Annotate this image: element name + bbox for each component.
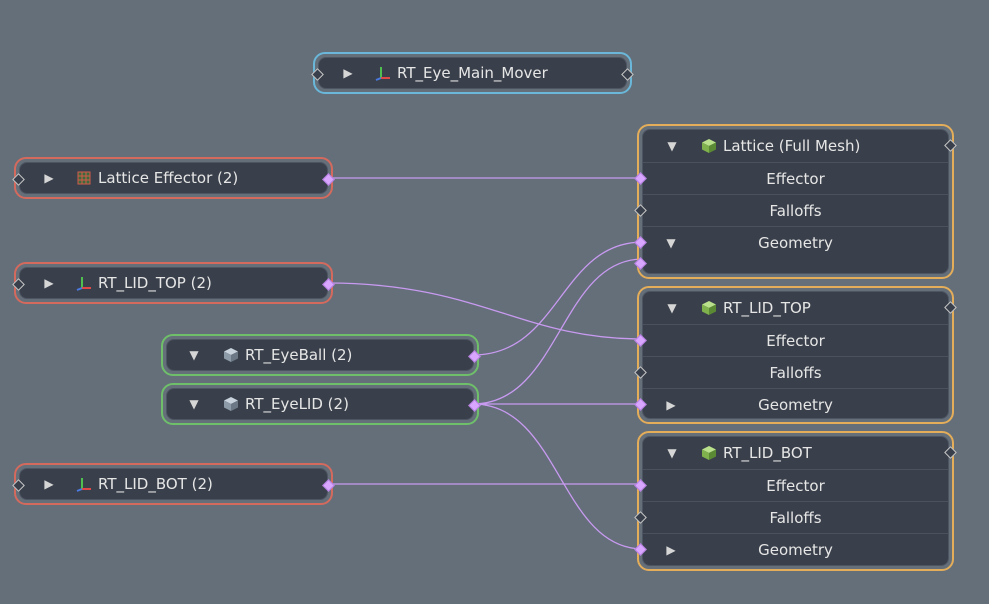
deformer-header[interactable]: ▼ RT_LID_TOP (643, 292, 957, 324)
row-effector[interactable]: Effector (634, 324, 948, 356)
input-port[interactable] (634, 236, 647, 249)
expand-arrow-icon[interactable]: ▶ (666, 542, 676, 557)
node-rt-eyelid[interactable]: ▼ RT_EyeLID (2) (161, 383, 481, 425)
deformer-lattice-full-mesh[interactable]: ▼ Lattice (Full Mesh) Effector Falloffs … (634, 124, 957, 279)
row-label: Falloffs (769, 508, 822, 527)
output-port[interactable] (944, 446, 957, 459)
row-falloffs[interactable]: Falloffs (634, 501, 948, 533)
output-port[interactable] (944, 301, 957, 314)
expand-arrow-icon[interactable]: ▶ (44, 276, 54, 290)
locator-axes-icon (76, 277, 91, 291)
input-port[interactable] (634, 257, 647, 270)
output-port[interactable] (468, 350, 481, 363)
collapse-arrow-icon[interactable]: ▼ (667, 301, 677, 315)
collapse-arrow-icon[interactable]: ▼ (667, 446, 677, 460)
input-port[interactable] (12, 479, 25, 492)
deformer-title: RT_LID_BOT (723, 444, 812, 462)
locator-axes-icon (76, 478, 91, 492)
row-label: Effector (766, 476, 825, 495)
row-falloffs[interactable]: Falloffs (634, 356, 948, 388)
input-port[interactable] (12, 173, 25, 186)
row-label: Effector (766, 331, 825, 350)
mesh-cube-icon (224, 348, 238, 362)
green-cube-icon (702, 139, 716, 153)
output-port[interactable] (322, 173, 335, 186)
row-label: Falloffs (769, 201, 822, 220)
node-label: RT_EyeLID (2) (245, 395, 349, 413)
input-port[interactable] (634, 511, 647, 524)
collapse-arrow-icon[interactable]: ▼ (666, 235, 676, 250)
green-cube-icon (702, 301, 716, 315)
output-port[interactable] (322, 479, 335, 492)
node-label: RT_EyeBall (2) (245, 346, 353, 364)
output-port[interactable] (468, 399, 481, 412)
wire-lid-top-to-lid-top-effector (326, 282, 644, 340)
wire-eyeball-to-lattice-geometry (472, 241, 644, 356)
input-port[interactable] (311, 68, 324, 81)
input-port[interactable] (634, 334, 647, 347)
node-rt-eyeball[interactable]: ▼ RT_EyeBall (2) (161, 334, 481, 376)
lattice-effector-icon (77, 171, 91, 185)
output-port[interactable] (944, 139, 957, 152)
geometry-subslot (634, 257, 948, 278)
node-rt-eye-main-mover[interactable]: ▶ RT_Eye_Main_Mover (311, 52, 634, 94)
deformer-rt-lid-top[interactable]: ▼ RT_LID_TOP Effector Falloffs ▶ Geometr… (634, 286, 957, 424)
deformer-header[interactable]: ▼ Lattice (Full Mesh) (643, 130, 957, 162)
node-label: RT_Eye_Main_Mover (397, 64, 548, 82)
row-geometry[interactable]: ▶ Geometry (634, 388, 948, 420)
node-label: RT_LID_TOP (2) (98, 274, 212, 292)
input-port[interactable] (634, 479, 647, 492)
output-port[interactable] (322, 278, 335, 291)
wire-eyelid-to-lattice-geometry (472, 258, 644, 405)
row-label: Geometry (758, 233, 833, 252)
input-port[interactable] (634, 172, 647, 185)
deformer-title: RT_LID_TOP (723, 299, 811, 317)
node-label: RT_LID_BOT (2) (98, 475, 213, 493)
wire-eyelid-to-lid-bot-geometry (472, 403, 644, 550)
row-label: Geometry (758, 540, 833, 559)
mesh-cube-icon (224, 397, 238, 411)
node-rt-lid-top-locator[interactable]: ▶ RT_LID_TOP (2) (12, 262, 335, 304)
output-port[interactable] (621, 68, 634, 81)
expand-arrow-icon[interactable]: ▶ (666, 397, 676, 412)
green-cube-icon (702, 446, 716, 460)
expand-arrow-icon[interactable]: ▶ (343, 66, 353, 80)
input-port[interactable] (12, 278, 25, 291)
node-lattice-effector[interactable]: ▶ Lattice Effector (2) (12, 157, 335, 199)
collapse-arrow-icon[interactable]: ▼ (189, 397, 199, 411)
row-effector[interactable]: Effector (634, 469, 948, 501)
row-label: Geometry (758, 395, 833, 414)
input-port[interactable] (634, 204, 647, 217)
input-port[interactable] (634, 543, 647, 556)
collapse-arrow-icon[interactable]: ▼ (667, 139, 677, 153)
expand-arrow-icon[interactable]: ▶ (44, 171, 54, 185)
deformer-header[interactable]: ▼ RT_LID_BOT (643, 437, 957, 469)
node-rt-lid-bot-locator[interactable]: ▶ RT_LID_BOT (2) (12, 463, 335, 505)
deformer-title: Lattice (Full Mesh) (723, 137, 861, 155)
row-label: Effector (766, 169, 825, 188)
collapse-arrow-icon[interactable]: ▼ (189, 348, 199, 362)
row-effector[interactable]: Effector (634, 162, 948, 194)
input-port[interactable] (634, 366, 647, 379)
row-geometry[interactable]: ▶ Geometry (634, 533, 948, 565)
row-label: Falloffs (769, 363, 822, 382)
row-geometry[interactable]: ▼ Geometry (634, 226, 948, 258)
input-port[interactable] (634, 398, 647, 411)
node-label: Lattice Effector (2) (98, 169, 239, 187)
expand-arrow-icon[interactable]: ▶ (44, 477, 54, 491)
deformer-rt-lid-bot[interactable]: ▼ RT_LID_BOT Effector Falloffs ▶ Geometr… (634, 431, 957, 571)
row-falloffs[interactable]: Falloffs (634, 194, 948, 226)
locator-axes-icon (375, 67, 390, 81)
